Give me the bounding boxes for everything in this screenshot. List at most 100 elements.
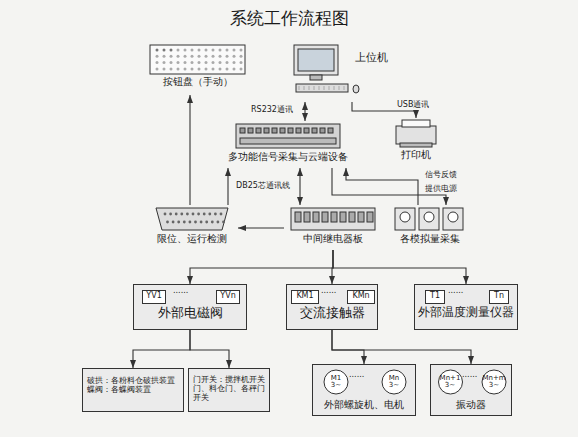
panel-button [177, 61, 180, 64]
panel-button [163, 49, 166, 52]
node-text: 3~ [445, 382, 455, 389]
ellipsis-label: ...... [461, 370, 478, 379]
relay-unit [367, 212, 373, 222]
device-port [288, 128, 293, 133]
meter-dial [448, 212, 458, 222]
panel-button [191, 49, 194, 52]
node-text: 中间继电器板 [303, 233, 363, 245]
node-text: 蝶阀：各蝶阀装置 [87, 385, 179, 394]
node-text: 破拱：各粉料仓破拱装置 [87, 376, 179, 385]
panel-button [177, 55, 180, 58]
connector-pin [192, 213, 195, 216]
monitor-icon [294, 45, 338, 75]
process-box: 破拱：各粉料仓破拱装置蝶阀：各蝶阀装置 [82, 368, 184, 412]
connector-pin [166, 221, 169, 224]
printer-tray [400, 143, 432, 147]
keyboard-key [314, 86, 315, 90]
connector-pin [205, 221, 208, 224]
node-text: M1 [331, 375, 342, 382]
connector-pin [217, 221, 220, 224]
node-text: 限位、运行检测 [157, 233, 227, 245]
connector-pin [222, 221, 225, 224]
connector-line [190, 250, 333, 284]
process-box: YVn [216, 290, 240, 304]
panel-button [170, 49, 173, 52]
relay-unit [331, 212, 337, 222]
button-panel [150, 45, 245, 74]
panel-button [219, 61, 222, 64]
keyboard-key [344, 86, 345, 90]
connector-pin [180, 213, 183, 216]
panel-button [212, 67, 215, 70]
meter-icon [419, 208, 439, 230]
device-port [248, 128, 253, 133]
node-text: 按钮盘（手动） [163, 76, 233, 88]
panel-button [184, 61, 187, 64]
node-text: 外部电磁阀 [158, 306, 223, 321]
edge-label: DB25芯通讯线 [235, 181, 291, 190]
relay-unit [313, 212, 319, 222]
process-box: KMn [347, 290, 375, 304]
panel-button [156, 67, 159, 70]
connector-pin [211, 221, 214, 224]
panel-button [205, 55, 208, 58]
panel-button [191, 61, 194, 64]
panel-button [198, 49, 201, 52]
node-text: 门开关：搅拌机开关门、料仓门、各秤门开关 [193, 375, 265, 403]
device-port [272, 128, 277, 133]
mouse-icon [353, 85, 359, 93]
connector-pin [208, 213, 211, 216]
panel-button [226, 49, 229, 52]
relay-unit [304, 212, 310, 222]
connector-line [190, 330, 229, 368]
process-box: 外部电磁阀 YV1 YVn [133, 284, 247, 330]
keyboard-icon [296, 84, 348, 92]
panel-button [240, 61, 243, 64]
ellipsis-label: ...... [348, 370, 365, 379]
circle-shape [482, 370, 506, 394]
panel-button [177, 49, 180, 52]
panel-button [184, 55, 187, 58]
monitor-screen [298, 49, 334, 71]
edge-label: 提供电源 [424, 184, 458, 193]
node-text: KMn [352, 291, 369, 300]
device-port [312, 128, 317, 133]
process-box: YV1 [142, 290, 166, 304]
edge-label: 信号反馈 [424, 170, 458, 179]
device-node: 上位机 [288, 40, 392, 102]
node-text: Mn+m [482, 375, 505, 382]
panel-button [184, 67, 187, 70]
connector-pin [194, 221, 197, 224]
node-text: Tn [494, 291, 504, 300]
connector-pin [164, 213, 167, 216]
panel-button [170, 67, 173, 70]
panel-button [240, 55, 243, 58]
connector-pin [183, 221, 186, 224]
connector-pin [172, 221, 175, 224]
connector-line [238, 227, 284, 228]
motor-circle: M13~ [323, 369, 349, 395]
keyboard-key [309, 86, 310, 90]
process-box: KM1 [291, 290, 319, 304]
panel-button [240, 67, 243, 70]
panel-button [156, 55, 159, 58]
connector-pin [169, 213, 172, 216]
panel-button [205, 49, 208, 52]
node-text: 打印机 [401, 149, 431, 161]
panel-button [212, 61, 215, 64]
keyboard-key [339, 86, 340, 90]
connector-pin [186, 213, 189, 216]
circle-shape [382, 370, 406, 394]
keyboard-key [304, 86, 305, 90]
panel-button [205, 61, 208, 64]
panel-button [198, 67, 201, 70]
panel-button [198, 61, 201, 64]
node-text: 振动器 [456, 399, 486, 411]
node-text: T1 [430, 291, 440, 300]
panel-button [184, 49, 187, 52]
process-box: 外部温度测量仪器T1Tn [414, 284, 518, 330]
device-node: 按钮盘（手动） [148, 43, 247, 95]
device-node: 打印机 [386, 118, 446, 165]
panel-button [226, 61, 229, 64]
